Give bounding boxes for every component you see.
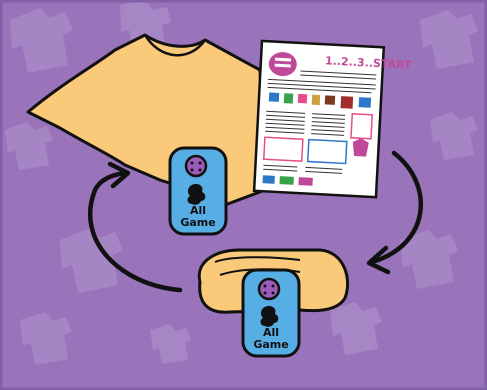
flyer-mini-shirt [351, 114, 372, 139]
flyer-footer-logo-2 [279, 176, 293, 185]
button-icon [186, 156, 206, 176]
tag-bottom-text-line2: Game [253, 338, 288, 351]
tag-bottom: All Game [243, 270, 299, 356]
tag-top-text-line2: Game [180, 216, 215, 229]
button-icon [259, 279, 279, 299]
flyer-footer-logo-1 [263, 175, 275, 184]
tag-top: All Game [170, 148, 226, 234]
flyer-footer-logo-3 [298, 177, 312, 186]
